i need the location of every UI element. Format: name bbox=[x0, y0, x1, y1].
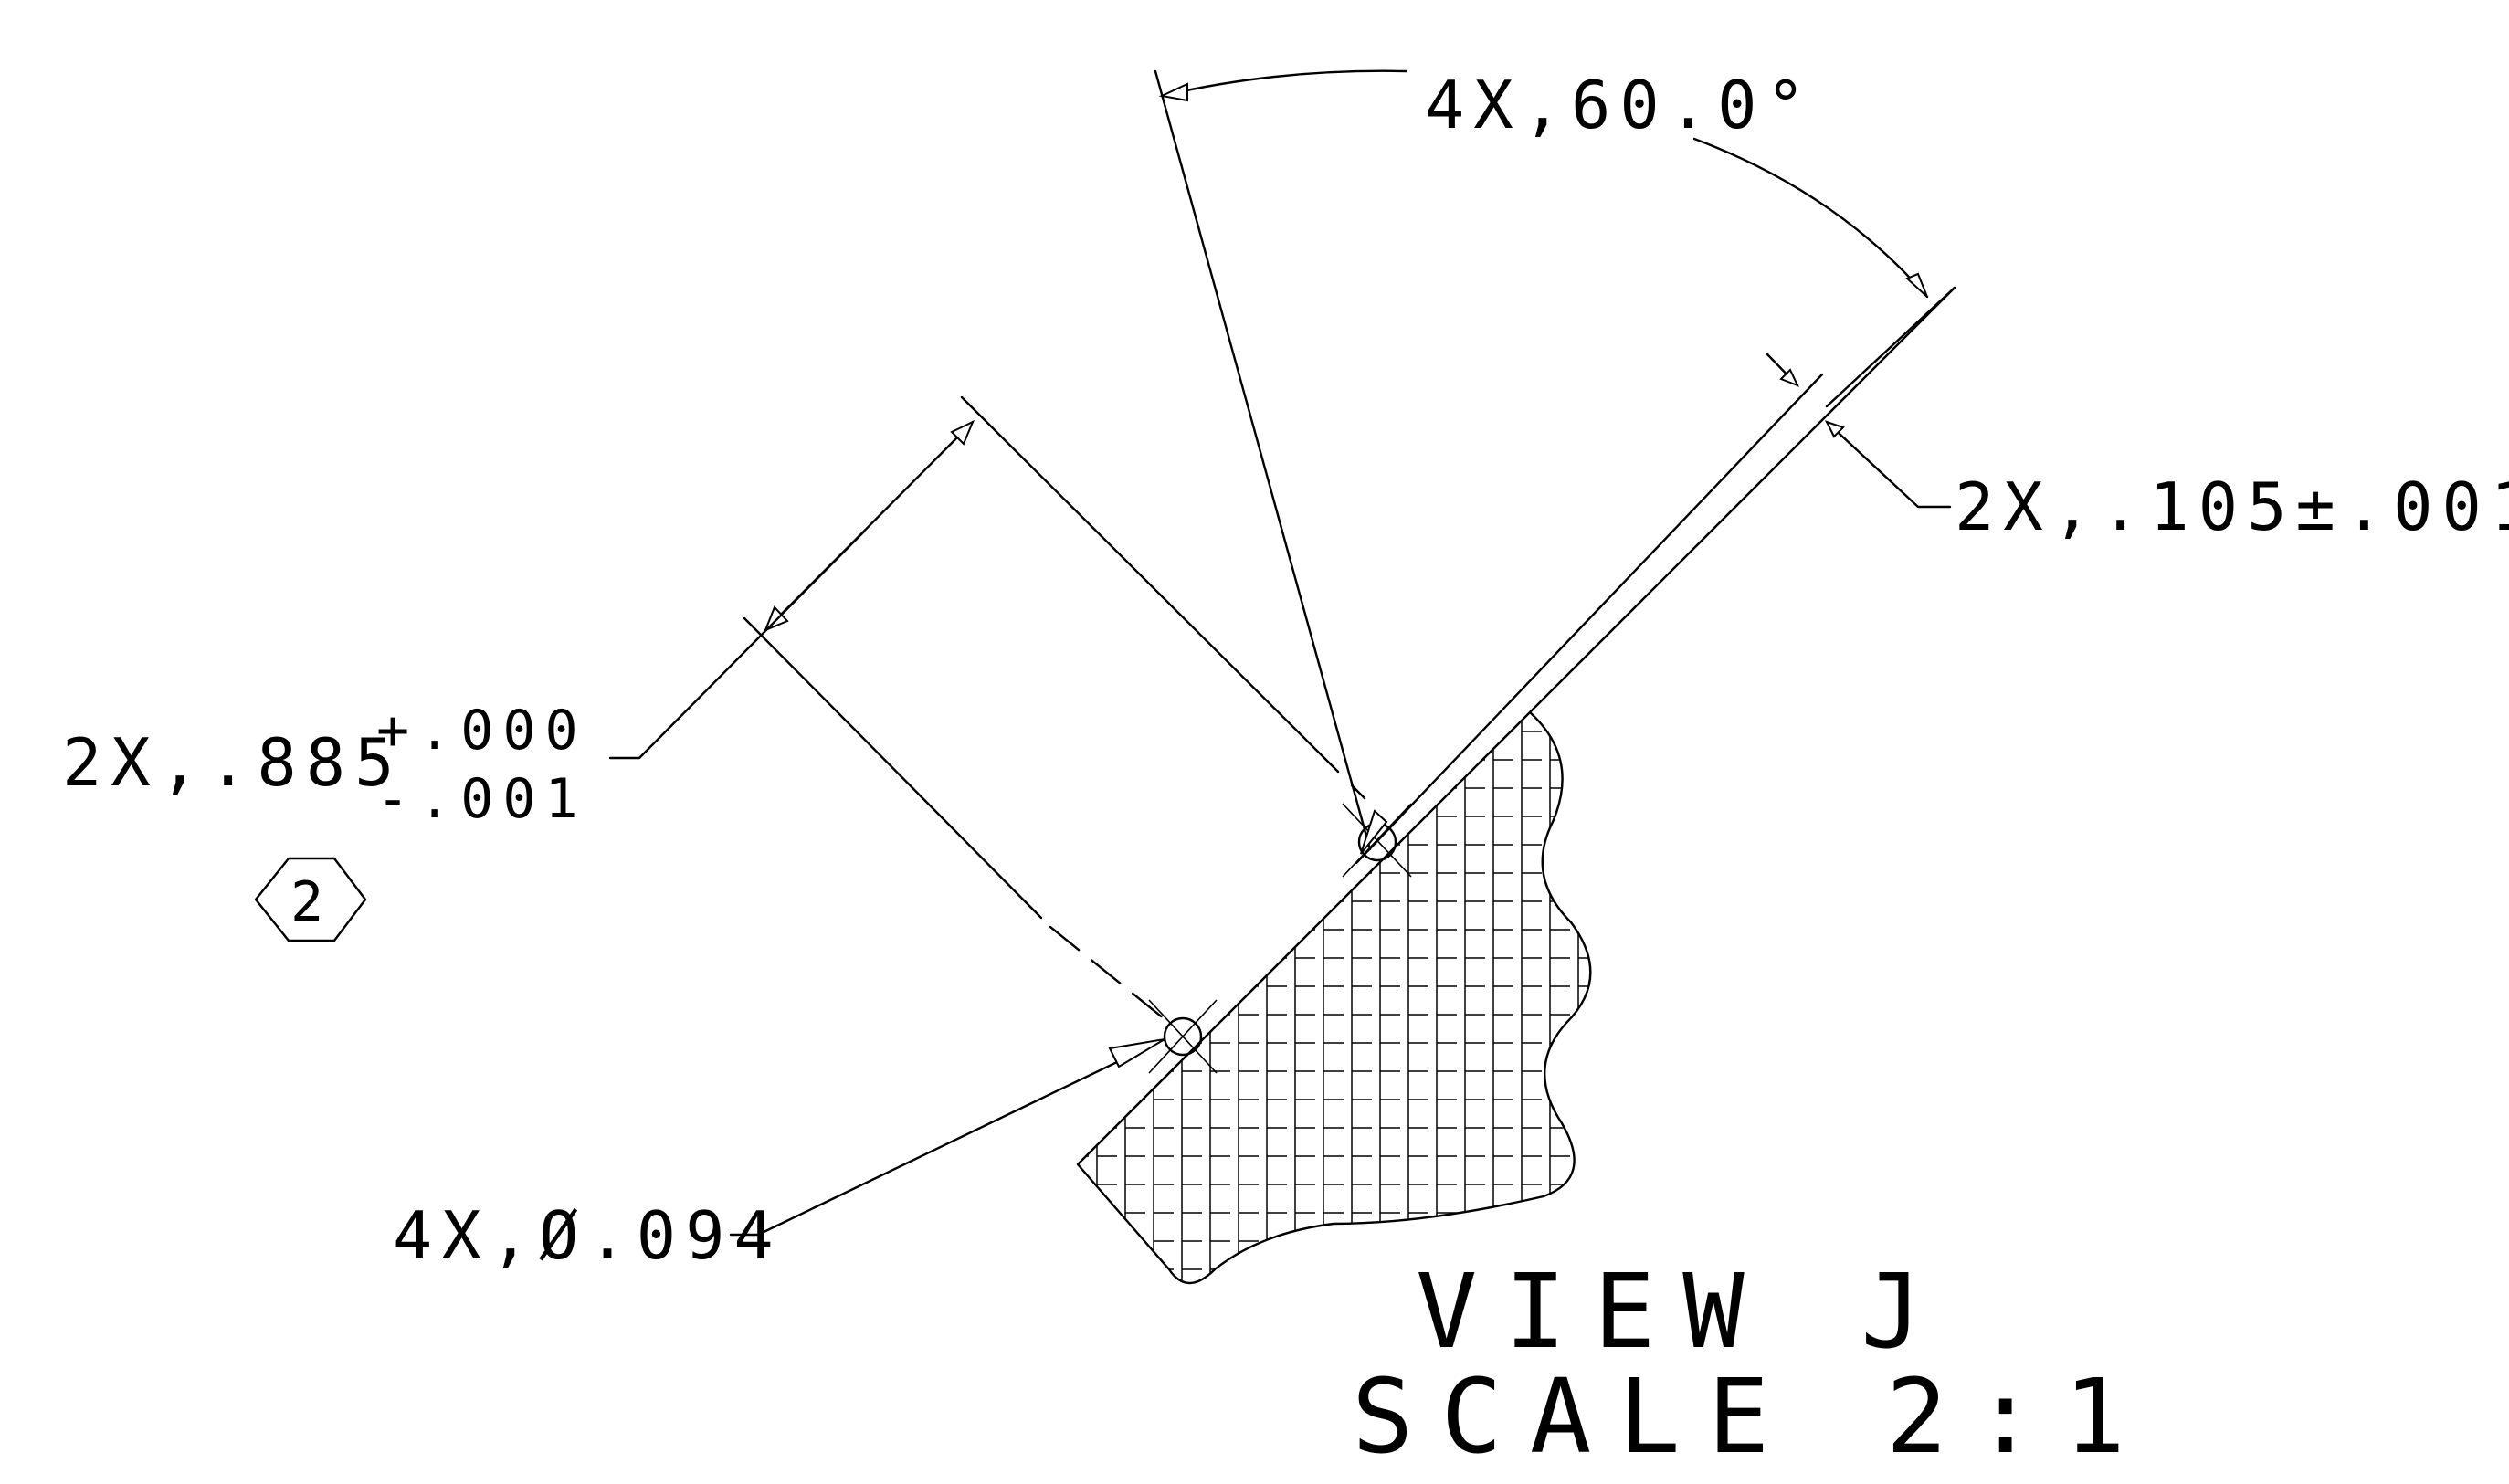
part-outline bbox=[1076, 710, 1592, 1285]
hole-lower-crosshair-b bbox=[1148, 999, 1218, 1074]
slot-width-arrow-lower bbox=[1825, 420, 1845, 438]
spacing-leader bbox=[608, 530, 866, 760]
angle-arc-right bbox=[1692, 137, 1929, 299]
slot-outer-edge bbox=[1528, 286, 1956, 714]
hole-leader-line bbox=[729, 1037, 1166, 1237]
slot-width-label: 2X,.105±.001 bbox=[1955, 468, 2509, 545]
ext-line-upper bbox=[960, 395, 1340, 774]
spacing-arrow-upper bbox=[950, 419, 975, 446]
hole-lower bbox=[1148, 999, 1218, 1074]
angle-ext-line-slot bbox=[1825, 286, 1956, 408]
slot-edges bbox=[1355, 286, 1956, 865]
angle-arc-left bbox=[1160, 69, 1408, 98]
hole-leader-arrow bbox=[1108, 1038, 1165, 1068]
hexagon-icon bbox=[254, 857, 367, 942]
hole-upper-crosshair-b bbox=[1342, 803, 1412, 878]
angle-arrow-right bbox=[1905, 272, 1928, 298]
slot-width-arrow-upper bbox=[1779, 368, 1799, 387]
ext-line-lower-dash bbox=[1049, 925, 1171, 1025]
section-hatch bbox=[1078, 712, 1591, 1283]
part-section bbox=[1076, 710, 1592, 1285]
ext-line-lower bbox=[743, 616, 1043, 920]
upper-hole-arrow bbox=[1360, 809, 1388, 855]
flag-note-hexagon: 2 bbox=[254, 857, 367, 942]
spacing-tol-minus: -.001 bbox=[376, 767, 587, 831]
hole-diameter-leader bbox=[729, 1037, 1166, 1237]
hole-diameter-label: 4X,Ø.094 bbox=[393, 1197, 783, 1274]
flag-note-number: 2 bbox=[290, 870, 323, 934]
angle-dimension bbox=[1154, 69, 1956, 851]
spacing-label: 2X,.885 bbox=[62, 724, 403, 801]
angle-label: 4X,60.0° bbox=[1425, 67, 1815, 143]
hole-lower-circle bbox=[1163, 1016, 1203, 1057]
slot-width-leader bbox=[1825, 420, 1952, 509]
view-scale: SCALE 2:1 bbox=[1352, 1358, 2153, 1477]
angle-arrow-left bbox=[1158, 82, 1188, 102]
angle-ext-line-vertical bbox=[1154, 69, 1372, 851]
slot-width-dimension bbox=[1766, 353, 1952, 509]
slot-inner-edge bbox=[1355, 373, 1824, 865]
spacing-tol-plus: +.000 bbox=[376, 699, 587, 763]
view-name: VIEW J bbox=[1416, 1253, 1950, 1372]
spacing-extension-lines bbox=[608, 395, 1367, 1025]
